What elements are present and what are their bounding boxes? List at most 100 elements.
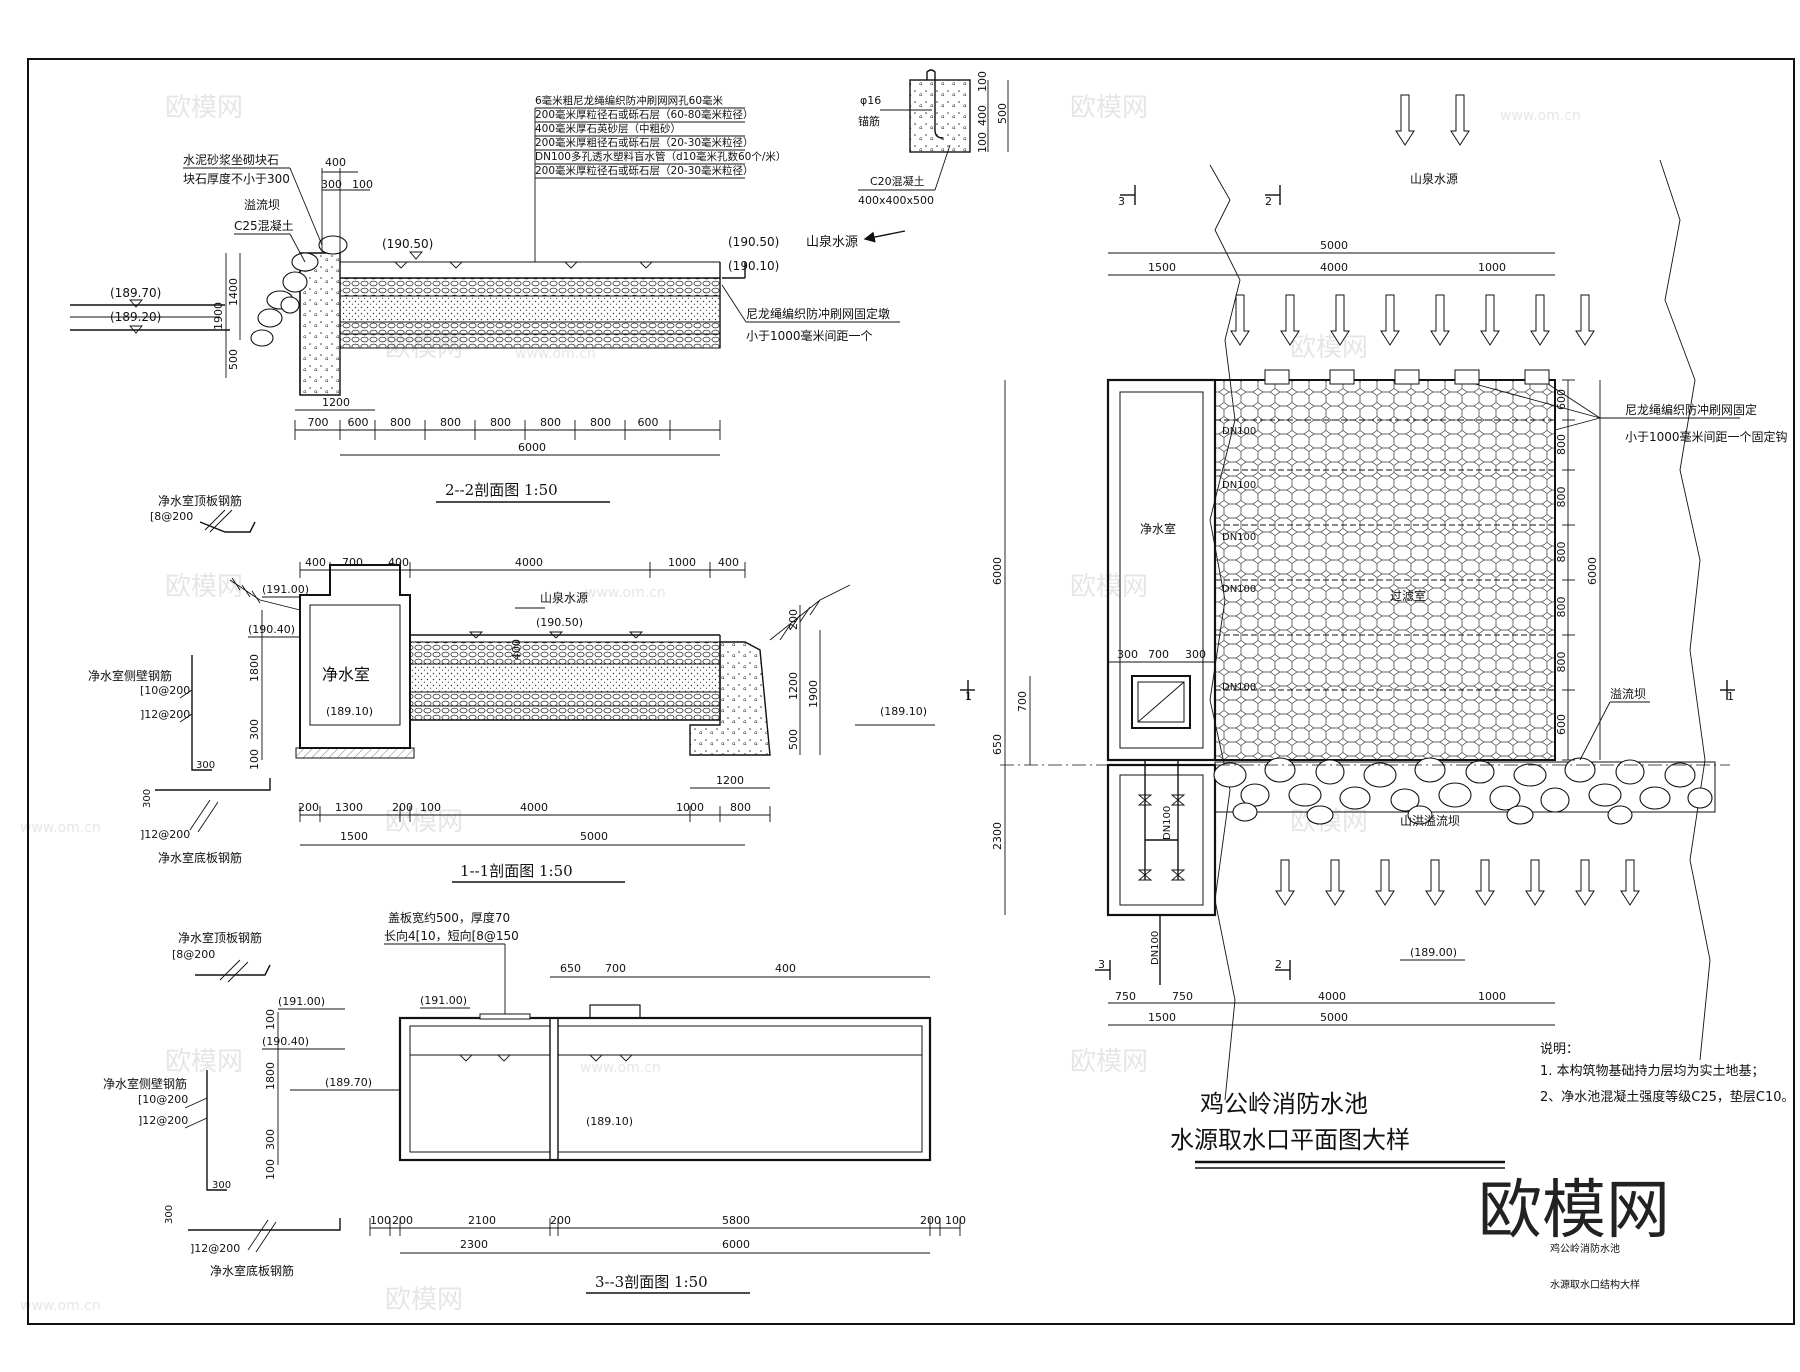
svg-text:300: 300 [1185,648,1206,661]
watermark: 欧模网 [385,1285,463,1315]
dim: 800 [730,801,751,814]
svg-text:5000: 5000 [1320,1011,1348,1024]
pipe-label: DN100 [1222,426,1256,437]
svg-text:[10@200: [10@200 [138,1093,188,1106]
svg-text:1500: 1500 [1148,261,1176,274]
svg-text:(189.10): (189.10) [586,1115,633,1128]
svg-text:2、净水池混凝土强度等级C25，垫层C10。: 2、净水池混凝土强度等级C25，垫层C10。 [1540,1089,1795,1105]
svg-text:2: 2 [1275,958,1282,971]
main-title: 水源取水口平面图大样 [1170,1126,1410,1154]
svg-text:4000: 4000 [1320,261,1348,274]
watermark: www.om.cn [580,1060,661,1076]
flow-arrow [1530,294,1550,346]
svg-text:100: 100 [264,1159,277,1180]
rebar-label: 锚筋 [858,114,880,128]
svg-text:100: 100 [976,132,989,153]
svg-text:2300: 2300 [460,1238,488,1251]
flow-arrow [1575,859,1595,906]
svg-text:(190.40): (190.40) [262,1035,309,1048]
dim: 800 [590,416,611,429]
anchor-note: 尼龙绳编织防冲刷网固定墩 [746,306,890,321]
room-label: 净水室 [322,665,370,684]
watermark: 欧模网 [165,572,243,602]
svg-text:尼龙绳编织防冲刷网固定: 尼龙绳编织防冲刷网固定 [1625,402,1757,417]
dim: 600 [1555,389,1568,410]
svg-text:3: 3 [1098,958,1105,971]
dim: 800 [1555,652,1568,673]
dim: 200 [298,801,319,814]
pipe-label: DN100 [1222,532,1256,543]
svg-text:300: 300 [264,1129,277,1150]
flow-arrow [1280,294,1300,346]
dim: 400 [305,556,326,569]
dim: 200 [392,1214,413,1227]
dim: 600 [638,416,659,429]
rebar-detail-11: 净水室顶板钢筋 [8@200 净水室侧壁钢筋 [10@200 ]12@200 3… [88,493,271,865]
flow-arrow [1395,94,1415,146]
svg-text:1800: 1800 [264,1062,277,1090]
svg-text:700: 700 [605,962,626,975]
left-note: 块石厚度不小于300 [183,171,290,186]
flow-arrow [1620,859,1640,906]
dim: 400 [325,156,346,169]
right-dam [689,641,771,756]
flow-arrow [1525,859,1545,906]
watermark: www.om.cn [20,820,101,836]
section-1-1: 净水室 山泉水源 (191.00) (190.40) (190.50) (189… [229,556,935,883]
pipe-label: DN100 [1222,682,1256,693]
svg-text:400: 400 [775,962,796,975]
svg-text:300: 300 [1117,648,1138,661]
svg-text:1900: 1900 [807,680,820,708]
svg-text:300: 300 [196,760,215,771]
clearwater-room [299,564,411,749]
svg-text:6000: 6000 [722,1238,750,1251]
source-label: 山泉水源 [540,591,588,605]
svg-text:1: 1 [1727,690,1734,703]
svg-text:500: 500 [996,103,1009,124]
flood-dam-label: 山洪溢流坝 [1400,814,1460,828]
dim: 700 [342,556,363,569]
dim: 1000 [668,556,696,569]
dim: 2100 [468,1214,496,1227]
svg-text:200: 200 [787,609,800,630]
svg-text:700: 700 [1148,648,1169,661]
dim: 6000 [518,441,546,454]
svg-text:700: 700 [1016,691,1029,712]
flow-arrow [1230,294,1250,346]
svg-text:]12@200: ]12@200 [138,1114,188,1127]
svg-text:净水室侧壁钢筋: 净水室侧壁钢筋 [88,668,172,683]
main-title: 鸡公岭消防水池 [1200,1090,1368,1118]
dim: 4000 [515,556,543,569]
cover-note: 长向4[10，短向[8@150 [384,928,519,943]
main-title-block: 鸡公岭消防水池 水源取水口平面图大样 [1170,1090,1505,1169]
rebar-detail-33: 净水室顶板钢筋 [8@200 净水室侧壁钢筋 [10@200 ]12@200 3… [103,930,341,1278]
svg-text:[8@200: [8@200 [172,948,215,961]
dim: 100 [945,1214,966,1227]
svg-text:100: 100 [264,1009,277,1030]
watermark: www.om.cn [1500,108,1581,124]
flow-arrow [1330,294,1350,346]
dim: 200 [920,1214,941,1227]
clearwater-room-plan [1106,378,1217,762]
flow-arrow [1425,859,1445,906]
flow-arrow [1475,859,1495,906]
gravel-top [339,277,721,297]
filter-label: 过滤室 [1390,588,1426,603]
svg-text:200毫米厚粒径石或砾石层（60-80毫米粒径）: 200毫米厚粒径石或砾石层（60-80毫米粒径） [535,108,754,121]
svg-text:1500: 1500 [1148,1011,1176,1024]
svg-text:6毫米粗尼龙绳编织防冲刷网网孔60毫米: 6毫米粗尼龙绳编织防冲刷网网孔60毫米 [535,94,724,107]
svg-text:4000: 4000 [1318,990,1346,1003]
svg-text:3: 3 [1118,195,1125,208]
watermark: 欧模网 [385,807,463,837]
watermark: www.om.cn [515,346,596,362]
sheet-border [27,58,1795,1325]
svg-text:200毫米厚粒径石或砾石层（20-30毫米粒径）: 200毫米厚粒径石或砾石层（20-30毫米粒径） [535,164,754,177]
dim: 1400 [227,278,240,306]
dam-stones [1213,757,1713,825]
elevation: (189.10) [880,705,927,718]
svg-text:]12@200: ]12@200 [140,708,190,721]
svg-text:100: 100 [248,749,261,770]
svg-text:1500: 1500 [340,830,368,843]
